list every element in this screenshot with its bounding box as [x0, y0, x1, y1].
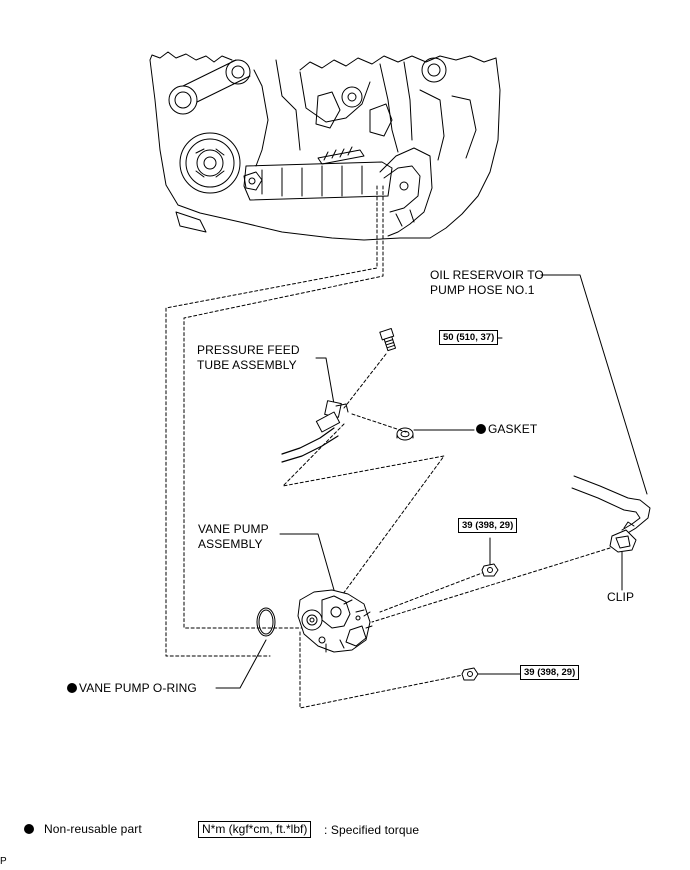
- gasket-label-text: GASKET: [488, 422, 538, 436]
- torque-spec-nut-lower: 39 (398, 29): [520, 665, 580, 680]
- pressure-feed-tube-icon: [281, 400, 349, 463]
- vane-pump-label-line2: ASSEMBLY: [198, 537, 263, 551]
- oil-reservoir-label-line1: OIL RESERVOIR TO: [430, 268, 544, 282]
- non-reusable-dot-icon: [476, 424, 486, 434]
- leader-lines: [165, 185, 611, 709]
- union-bolt-icon: [379, 328, 397, 352]
- legend-non-reusable: Non-reusable part: [24, 822, 142, 837]
- non-reusable-dot-icon: [24, 824, 34, 834]
- pressure-feed-label-line1: PRESSURE FEED: [197, 343, 300, 357]
- pressure-feed-label-line2: TUBE ASSEMBLY: [197, 358, 297, 372]
- gasket-icon: [396, 427, 414, 441]
- oil-reservoir-hose-icon: [571, 475, 651, 535]
- o-ring-icon: [256, 607, 276, 637]
- non-reusable-dot-icon: [67, 683, 77, 693]
- pressure-feed-tube-label: PRESSURE FEED TUBE ASSEMBLY: [197, 343, 300, 373]
- nut-lower-icon: [461, 667, 479, 681]
- corner-code: P: [0, 856, 7, 867]
- legend-non-reusable-text: Non-reusable part: [44, 822, 142, 836]
- engine-illustration: [149, 51, 501, 241]
- vane-pump-label-line1: VANE PUMP: [198, 522, 269, 536]
- oil-reservoir-label-line2: PUMP HOSE NO.1: [430, 283, 535, 297]
- vane-pump-assembly-label: VANE PUMP ASSEMBLY: [198, 522, 269, 552]
- gasket-label: GASKET: [476, 422, 537, 437]
- vane-pump-icon: [297, 589, 373, 653]
- vane-pump-oring-label-text: VANE PUMP O-RING: [79, 681, 197, 695]
- legend-specified-torque: : Specified torque: [324, 823, 420, 837]
- torque-spec-bolt: 50 (510, 37): [439, 330, 499, 345]
- vane-pump-oring-label: VANE PUMP O-RING: [67, 681, 197, 696]
- pulley-outer-icon: [179, 132, 241, 194]
- clip-label: CLIP: [607, 590, 635, 604]
- oil-reservoir-hose-label: OIL RESERVOIR TO PUMP HOSE NO.1: [430, 268, 544, 298]
- nut-upper-icon: [481, 563, 499, 577]
- legend-torque-units: N*m (kgf*cm, ft.*lbf): [198, 821, 312, 838]
- torque-spec-nut-upper: 39 (398, 29): [458, 518, 518, 533]
- label-leaders: [215, 274, 648, 689]
- hose-clip-icon: [609, 521, 637, 553]
